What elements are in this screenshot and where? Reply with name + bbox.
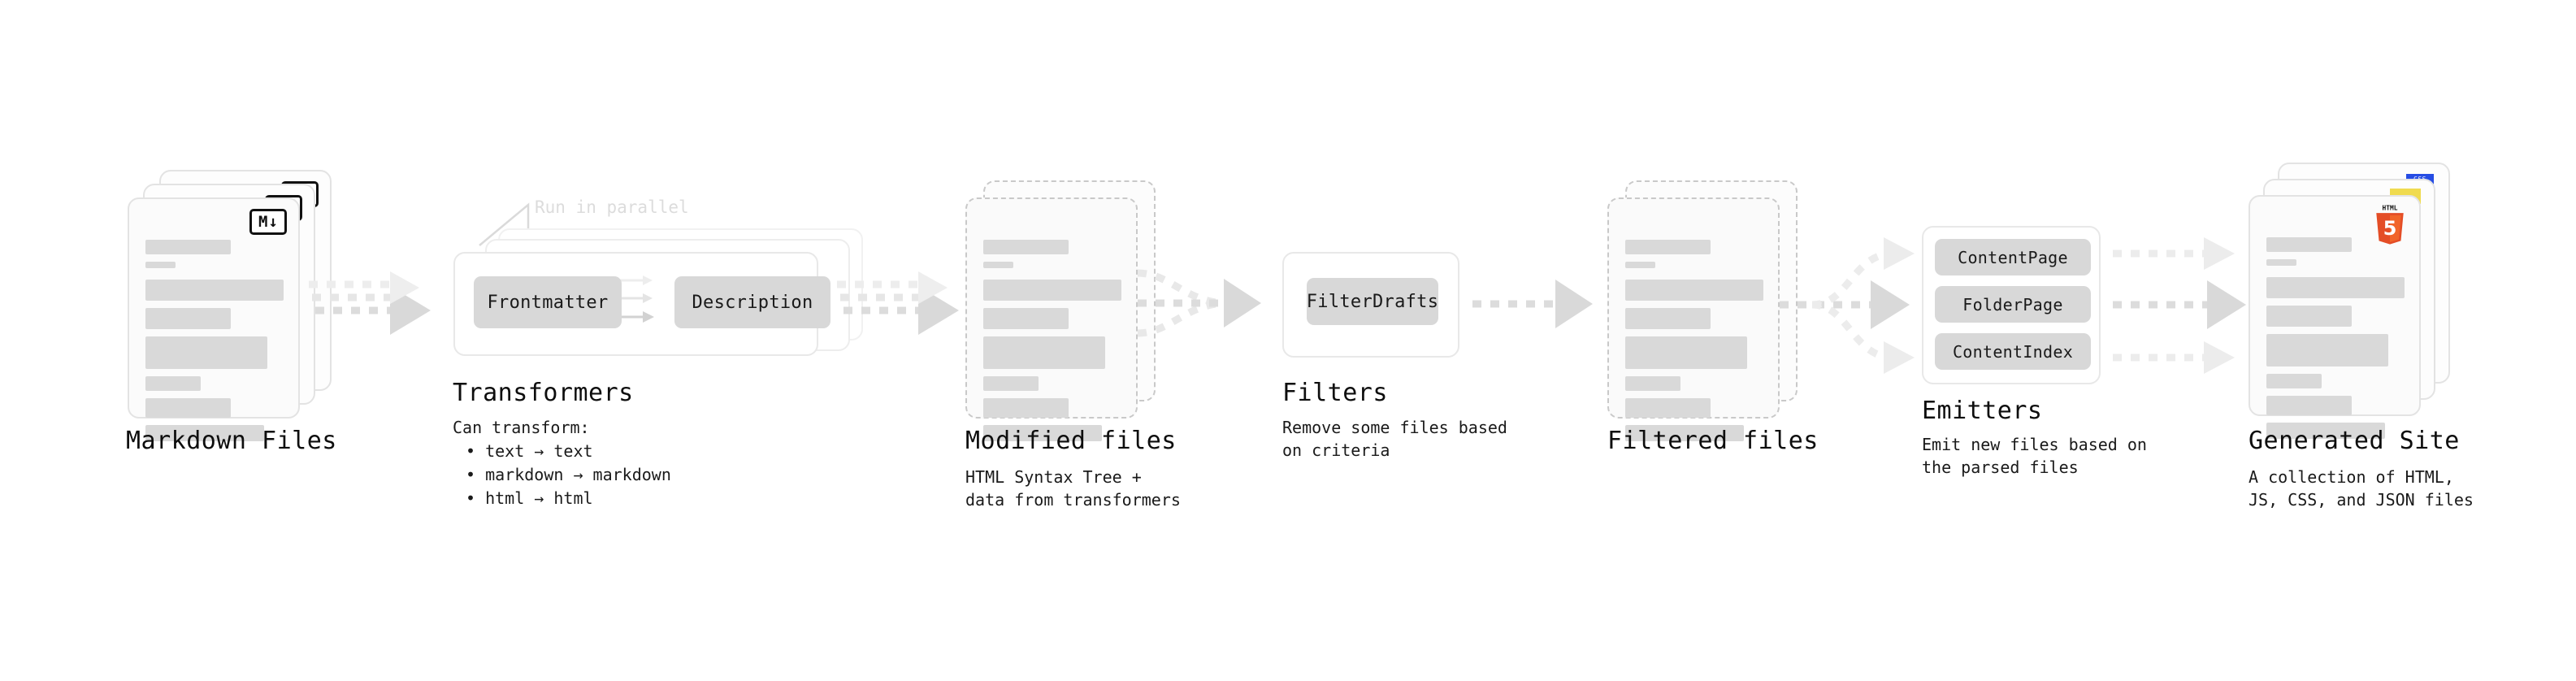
skeleton-bar	[983, 376, 1039, 391]
skeleton-bar	[2266, 396, 2353, 415]
arrow-emitters-to-site	[2113, 237, 2246, 374]
arrow-modified-to-filters	[1137, 269, 1261, 337]
run-in-parallel-bracket	[479, 202, 530, 246]
filter-pill-filterdrafts[interactable]: FilterDrafts	[1307, 278, 1438, 325]
skeleton-bar	[2266, 374, 2322, 388]
skeleton-bar	[1625, 308, 1711, 329]
skeleton-bar	[983, 398, 1069, 418]
skeleton-bar	[983, 240, 1069, 254]
modified-files-subtitle: HTML Syntax Tree + data from transformer…	[965, 467, 1181, 510]
emitter-pill-folderpage[interactable]: FolderPage	[1935, 286, 2091, 323]
emitter-pill-contentpage[interactable]: ContentPage	[1935, 239, 2091, 275]
skeleton-bar	[2266, 277, 2405, 298]
emitters-box: ContentPage FolderPage ContentIndex	[1922, 226, 2101, 384]
arrow-filters-to-filtered	[1472, 280, 1593, 328]
transformers-subtitle: Can transform:	[453, 418, 590, 437]
transformers-bullet-1: • markdown → markdown	[466, 465, 671, 484]
skeleton-bar	[145, 336, 267, 369]
skeleton-bar	[2266, 423, 2386, 439]
skeleton-bar	[983, 280, 1121, 301]
transformers-bullet-2: • html → html	[466, 488, 593, 508]
skeleton-bar	[983, 425, 1103, 441]
emitter-pill-contentindex[interactable]: ContentIndex	[1935, 333, 2091, 370]
skeleton-bar	[2266, 259, 2297, 266]
skeleton-bar	[983, 336, 1105, 369]
markdown-badge-arrow: ↓	[268, 212, 278, 231]
filtered-card-front	[1607, 197, 1780, 441]
skeleton-bar	[1625, 376, 1680, 391]
markdown-card-front: M↓	[128, 197, 300, 441]
html5-digit: 5	[2383, 217, 2397, 240]
html5-label: HTML	[2383, 204, 2398, 211]
skeleton-bar	[145, 398, 232, 418]
modified-files-title: Modified files	[965, 427, 1177, 455]
filtered-files-title: Filtered files	[1607, 427, 1819, 455]
arrow-markdown-to-transformers	[309, 271, 431, 335]
skeleton-bar	[145, 262, 176, 268]
skeleton-bar	[145, 376, 201, 391]
transformers-title: Transformers	[453, 379, 634, 407]
arrow-transformers-to-modified	[837, 271, 959, 335]
skeleton-bar	[983, 308, 1069, 329]
skeleton-bar	[145, 308, 232, 329]
filters-title: Filters	[1282, 379, 1388, 407]
skeleton-bar	[145, 240, 232, 254]
emitters-subtitle: Emit new files based on the parsed files	[1922, 435, 2147, 478]
run-in-parallel-label: Run in parallel	[535, 197, 689, 217]
skeleton-bar	[1625, 398, 1711, 418]
skeleton-bar	[145, 280, 284, 301]
transformer-pill-frontmatter[interactable]: Frontmatter	[474, 276, 622, 328]
transformers-bullet-0: • text → text	[466, 441, 593, 461]
skeleton-bar	[2266, 306, 2353, 327]
transformer-pill-description[interactable]: Description	[674, 276, 830, 328]
skeleton-bar	[1625, 336, 1747, 369]
skeleton-bar	[145, 425, 265, 441]
skeleton-bar	[1625, 262, 1656, 268]
skeleton-bar	[1625, 425, 1745, 441]
filters-box: FilterDrafts	[1282, 252, 1459, 358]
skeleton-bar	[1625, 280, 1763, 301]
skeleton-bar	[2266, 334, 2388, 367]
arrow-filtered-to-emitters	[1780, 237, 1915, 374]
skeleton-bar	[1625, 240, 1711, 254]
emitters-title: Emitters	[1922, 397, 2043, 425]
modified-card-front	[965, 197, 1138, 441]
generated-site-title: Generated Site	[2249, 427, 2460, 455]
card-skeleton-bars	[1625, 240, 1763, 449]
markdown-badge-letter: M	[258, 212, 268, 231]
skeleton-bar	[2266, 237, 2353, 252]
generated-site-subtitle: A collection of HTML, JS, CSS, and JSON …	[2249, 467, 2474, 510]
markdown-files-title: Markdown Files	[126, 427, 337, 455]
card-skeleton-bars	[145, 240, 284, 449]
card-skeleton-bars	[2266, 237, 2405, 446]
card-skeleton-bars	[983, 240, 1121, 449]
filters-subtitle: Remove some files based on criteria	[1282, 418, 1507, 461]
html5-icon: HTML 5	[2376, 204, 2404, 245]
markdown-badge: M↓	[249, 209, 287, 235]
skeleton-bar	[983, 262, 1014, 268]
site-card-front: HTML 5	[2249, 195, 2421, 439]
